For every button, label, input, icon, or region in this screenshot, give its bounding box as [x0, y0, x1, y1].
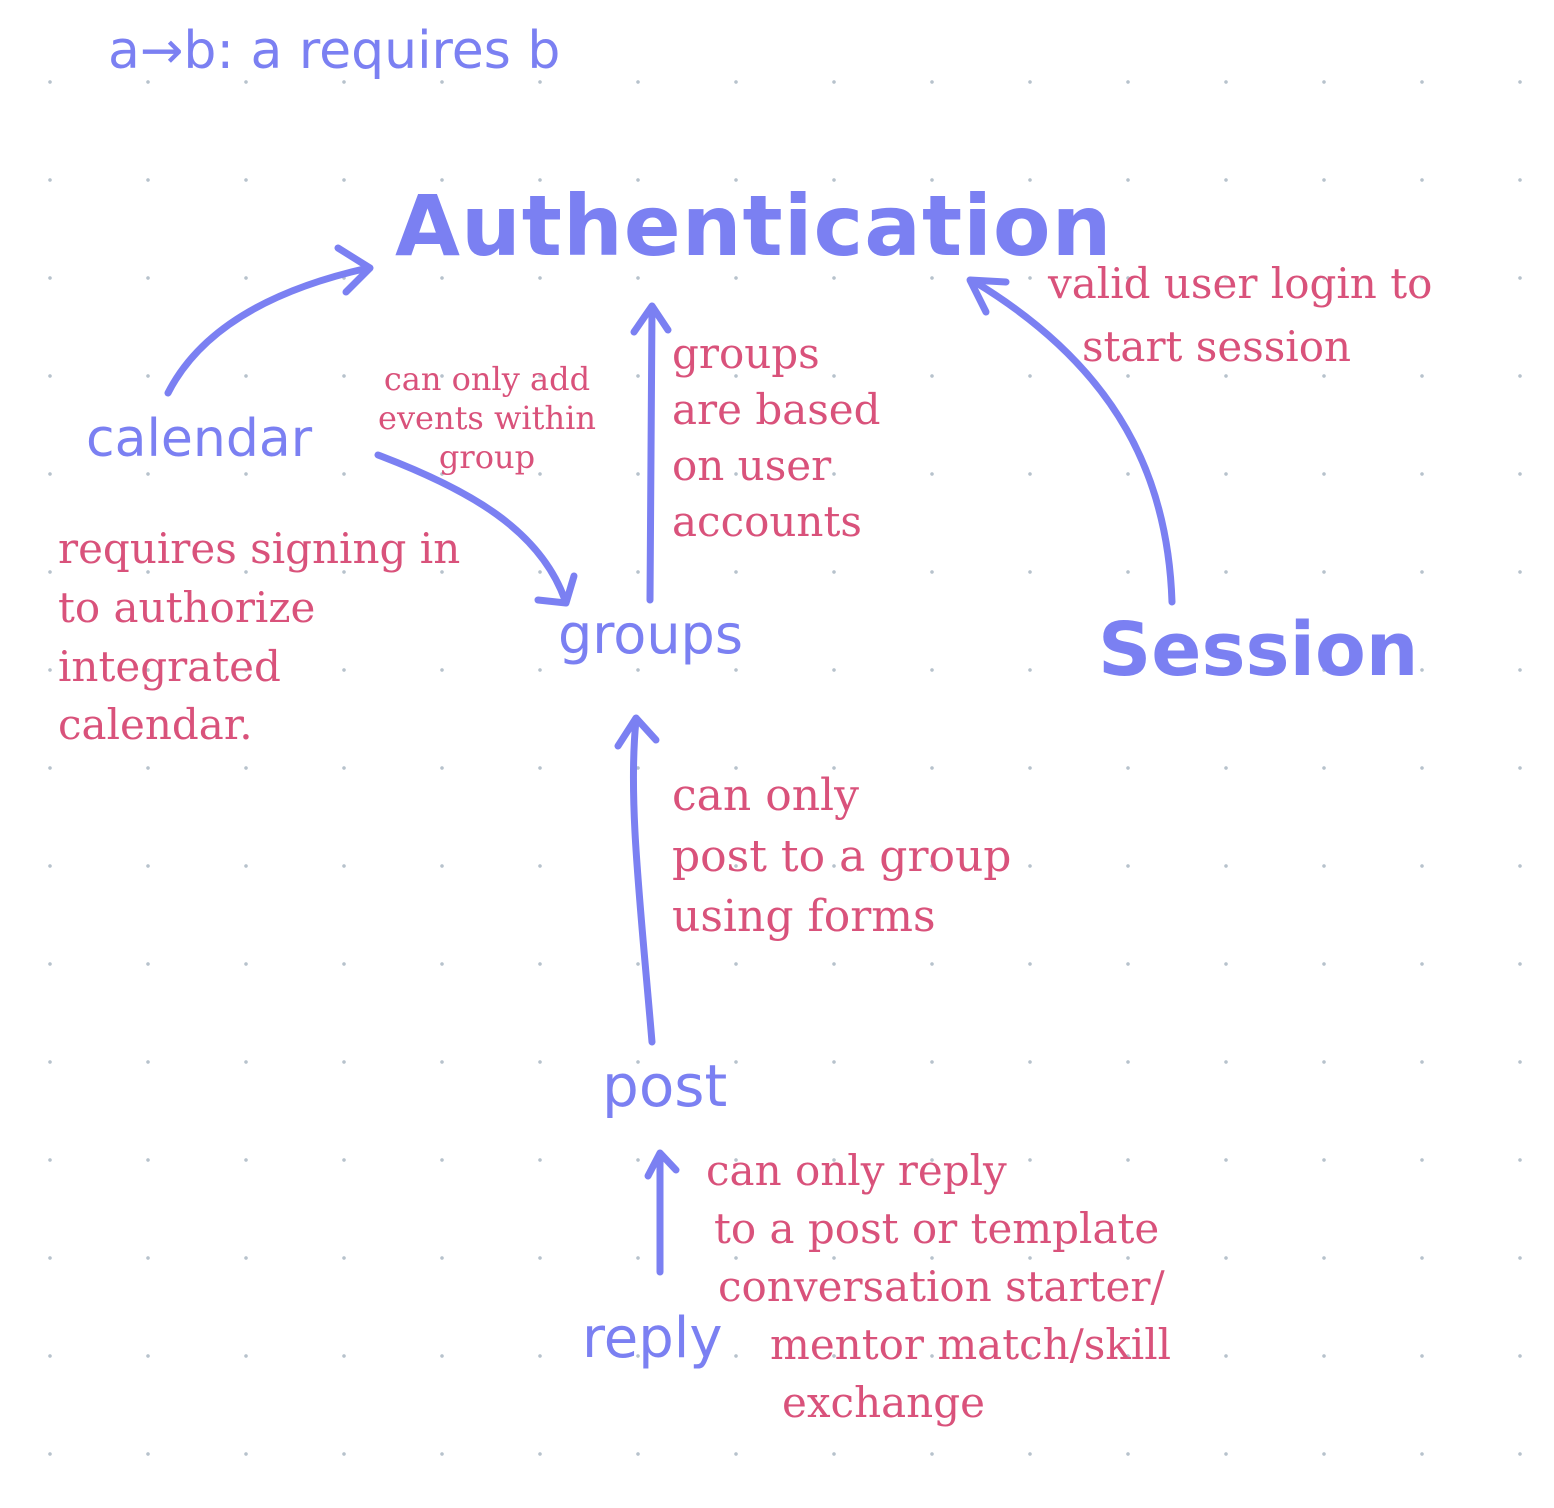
- arrow-calendar-to-authentication-head: [334, 244, 374, 296]
- note-line: conversation starter/: [718, 1261, 1165, 1311]
- note-line: integrated: [58, 641, 281, 691]
- note-line: are based: [672, 384, 881, 434]
- arrow-reply-to-post-head: [644, 1149, 680, 1180]
- note-session-to-authentication: valid user login to start session: [1048, 252, 1432, 378]
- legend-text: a→b: a requires b: [108, 21, 561, 81]
- node-groups: groups: [558, 603, 743, 666]
- node-authentication: Authentication: [395, 177, 1113, 275]
- note-reply-to-post: can only reply to a post or template con…: [706, 1142, 1171, 1432]
- note-calendar-to-groups: can only add events within group: [378, 360, 596, 477]
- note-line: can only add: [383, 360, 591, 398]
- arrow-post-to-groups-head: [614, 714, 660, 750]
- node-session: Session: [1098, 607, 1419, 693]
- note-line: accounts: [672, 496, 862, 546]
- note-line: on user: [672, 440, 832, 490]
- note-line: exchange: [782, 1377, 985, 1427]
- arrow-calendar-to-authentication: [164, 264, 372, 397]
- note-line: group: [438, 438, 536, 477]
- node-post: post: [602, 1052, 728, 1120]
- note-line: can only: [672, 770, 859, 821]
- note-calendar-to-authentication: requires signing in to authorize integra…: [58, 520, 460, 755]
- note-line: groups: [672, 329, 820, 378]
- arrow-calendar-to-groups: [374, 451, 569, 604]
- arrow-groups-to-authentication-head: [630, 302, 672, 336]
- note-post-to-groups: can only post to a group using forms: [672, 766, 1011, 948]
- note-line: can only reply: [706, 1146, 1007, 1195]
- arrow-post-to-groups: [629, 716, 656, 1046]
- arrow-session-to-authentication-head: [966, 276, 1010, 316]
- note-line: to a post or template: [714, 1203, 1160, 1253]
- arrow-session-to-authentication: [971, 278, 1176, 606]
- node-calendar: calendar: [86, 409, 313, 469]
- note-line: calendar.: [58, 700, 253, 750]
- note-line: to authorize: [58, 582, 316, 632]
- note-line: valid user login to: [1048, 259, 1433, 308]
- note-groups-to-authentication: groups are based on user accounts: [672, 326, 881, 549]
- note-line: events within: [378, 399, 596, 438]
- note-line: mentor match/skill: [770, 1319, 1172, 1369]
- node-reply: reply: [582, 1306, 723, 1371]
- note-line: start session: [1082, 322, 1352, 371]
- note-line: requires signing in: [58, 524, 461, 573]
- arrow-groups-to-authentication: [646, 304, 656, 604]
- note-line: using forms: [672, 891, 936, 943]
- arrow-calendar-to-groups-head: [534, 572, 578, 607]
- note-line: post to a group: [672, 830, 1012, 882]
